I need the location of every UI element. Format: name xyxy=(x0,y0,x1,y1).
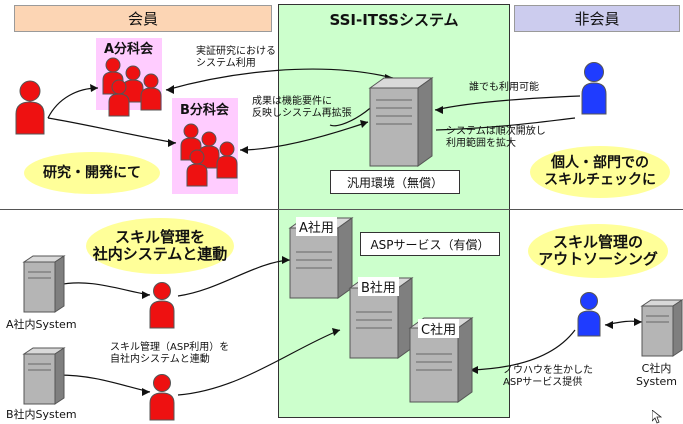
a-internal-label: A社内System xyxy=(6,318,77,331)
non-member-header-label: 非会員 xyxy=(574,10,620,28)
asp-service-box: ASPサービス（有償） xyxy=(360,232,500,256)
c-internal-label: C社内 System xyxy=(636,362,678,388)
b-internal-server-icon xyxy=(22,347,66,405)
c-internal-server-icon xyxy=(640,299,683,357)
a-internal-server-icon xyxy=(22,255,66,313)
b-group-person-2-icon xyxy=(198,131,220,169)
reflect-results-note: 成果は機能要件に 反映しシステム再拡張 xyxy=(252,96,352,119)
b-company-person-icon xyxy=(149,374,175,421)
a-group-person-3-icon xyxy=(140,73,162,111)
b-group-person-3-icon xyxy=(216,141,238,179)
non-member-person-icon xyxy=(581,62,607,115)
a-subcommittee-label: A分科会 xyxy=(104,42,154,57)
b-internal-label: B社内System xyxy=(6,408,77,421)
b-subcommittee-label: B分科会 xyxy=(180,103,229,118)
a-company-person-icon xyxy=(149,282,175,329)
anyone-note: 誰でも利用可能 xyxy=(469,82,539,93)
section-divider xyxy=(0,209,683,210)
member-person-icon xyxy=(15,80,45,135)
c-company-server-label: C社用 xyxy=(418,319,460,338)
a-company-server-label: A社用 xyxy=(296,217,337,236)
a-company-server-icon xyxy=(288,217,354,299)
b-company-server-icon xyxy=(348,277,414,359)
b-company-server-label: B社用 xyxy=(358,277,399,296)
a-group-person-2-icon xyxy=(122,65,144,103)
mouse-cursor-icon xyxy=(652,410,662,424)
non-member-header: 非会員 xyxy=(514,5,680,32)
member-header: 会員 xyxy=(14,5,272,32)
system-title: SSI-ITSSシステム xyxy=(329,11,459,29)
demo-use-note: 実証研究における システム利用 xyxy=(196,46,276,69)
c-company-person-icon xyxy=(577,292,601,337)
member-header-label: 会員 xyxy=(127,10,158,28)
general-env-box: 汎用環境（無償） xyxy=(330,170,460,194)
gradual-open-note: システムは順次開放し 利用範囲を拡大 xyxy=(446,126,546,149)
b-group-person-4-icon xyxy=(186,149,208,187)
personal-bubble: 個人・部門での スキルチェックに xyxy=(530,146,670,198)
knowhow-note: ノウハウを生かした ASPサービス提供 xyxy=(503,365,593,388)
asp-link-note: スキル管理（ASP利用）を 自社内システムと連動 xyxy=(110,342,230,365)
link-internal-bubble: スキル管理を 社内システムと連動 xyxy=(86,218,234,274)
a-group-person-4-icon xyxy=(108,79,130,117)
research-bubble: 研究・開発にて xyxy=(24,152,160,194)
outsourcing-bubble: スキル管理の アウトソーシング xyxy=(528,224,668,278)
general-server-icon xyxy=(368,77,434,167)
